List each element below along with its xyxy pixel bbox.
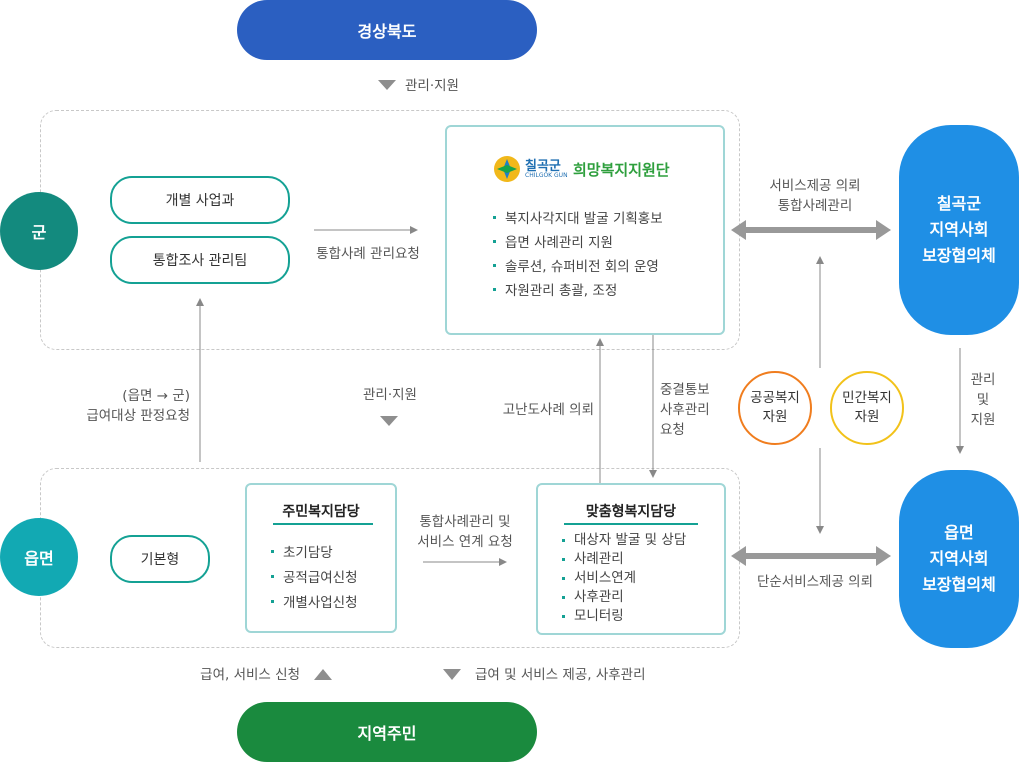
dept-individual-business: 개별 사업과 xyxy=(110,176,290,224)
province-support-label: 관리·지원 xyxy=(405,78,459,94)
residents-pill: 지역주민 xyxy=(237,702,537,762)
resident-task-list: 초기담당 공적급여신청 개별사업신청 xyxy=(271,541,358,616)
bullet-icon xyxy=(562,615,565,618)
logo-main-text: 칠곡군 xyxy=(525,159,561,174)
custom-welfare-box: 맞춤형복지담당 대상자 발굴 및 상담 사례관리 서비스연계 사후관리 모니터링 xyxy=(536,483,726,635)
bullet-icon xyxy=(562,539,565,542)
request-label: 통합사례 관리요청 xyxy=(316,246,420,262)
custom-task-list: 대상자 발굴 및 상담 사례관리 서비스연계 사후관리 모니터링 xyxy=(562,531,686,626)
bullet-icon xyxy=(562,596,565,599)
judge-request-label: (읍면 → 군) 급여대상 판정요청 xyxy=(86,388,190,424)
custom-title-underline xyxy=(564,523,698,525)
simple-service-label: 단순서비스제공 의뢰 xyxy=(756,574,874,590)
list-item: 모니터링 xyxy=(562,607,686,626)
list-item: 대상자 발굴 및 상담 xyxy=(562,531,686,550)
support-down-arrow xyxy=(380,416,398,426)
middle-support-label: 관리·지원 xyxy=(363,387,417,403)
list-item: 개별사업신청 xyxy=(271,591,358,616)
list-item: 공적급여신청 xyxy=(271,566,358,591)
list-item: 자원관리 총괄, 조정 xyxy=(493,279,663,303)
apply-up-arrow xyxy=(314,669,332,680)
province-pill: 경상북도 xyxy=(237,0,537,60)
hope-welfare-center-box: 칠곡군 CHILGOK GUN 희망복지지원단 복지사각지대 발굴 기획홍보 읍… xyxy=(445,125,725,335)
bullet-icon xyxy=(493,240,496,243)
center-task-list: 복지사각지대 발굴 기획홍보 읍면 사례관리 지원 솔루션, 슈퍼비전 회의 운… xyxy=(493,207,663,303)
resident-welfare-box: 주민복지담당 초기담당 공적급여신청 개별사업신청 xyxy=(245,483,397,633)
bullet-icon xyxy=(562,577,565,580)
bullet-icon xyxy=(271,550,274,553)
center-logo: 칠곡군 CHILGOK GUN 희망복지지원단 xyxy=(493,155,693,185)
basic-type-box: 기본형 xyxy=(110,535,210,583)
province-down-arrow xyxy=(378,80,396,90)
simple-double-arrow xyxy=(731,546,891,566)
gun-circle: 군 xyxy=(0,192,78,270)
right-support-label: 관리 및 지원 xyxy=(970,372,996,428)
resident-title-underline xyxy=(273,523,373,525)
list-item: 읍면 사례관리 지원 xyxy=(493,231,663,255)
list-item: 솔루션, 슈퍼비전 회의 운영 xyxy=(493,255,663,279)
provide-label: 급여 및 서비스 제공, 사후관리 xyxy=(475,667,646,683)
eup-circle: 읍면 xyxy=(0,518,78,596)
bullet-icon xyxy=(493,264,496,267)
list-item: 사후관리 xyxy=(562,588,686,607)
logo-slogan-text: 희망복지지원단 xyxy=(573,161,670,179)
notify-label: 중결통보 사후관리 요청 xyxy=(660,382,710,438)
link-request-label: 통합사례관리 및 서비스 연계 요청 xyxy=(417,514,513,550)
dept-integrated-survey: 통합조사 관리팀 xyxy=(110,236,290,284)
bullet-icon xyxy=(493,288,496,291)
resident-box-title: 주민복지담당 xyxy=(282,504,360,520)
list-item: 초기담당 xyxy=(271,541,358,566)
service-double-arrow xyxy=(731,220,891,240)
bullet-icon xyxy=(493,216,496,219)
list-item: 복지사각지대 발굴 기획홍보 xyxy=(493,207,663,231)
logo-sub-text: CHILGOK GUN xyxy=(525,172,568,179)
list-item: 서비스연계 xyxy=(562,569,686,588)
list-item: 사례관리 xyxy=(562,550,686,569)
star-logo-icon xyxy=(494,156,520,182)
bullet-icon xyxy=(271,575,274,578)
provide-down-arrow xyxy=(443,669,461,680)
apply-label: 급여, 서비스 신청 xyxy=(200,667,300,683)
bullet-icon xyxy=(562,558,565,561)
bullet-icon xyxy=(271,600,274,603)
service-request-label: 서비스제공 의뢰 통합사례관리 xyxy=(769,178,861,214)
custom-box-title: 맞춤형복지담당 xyxy=(585,504,677,520)
difficult-case-label: 고난도사례 의뢰 xyxy=(502,402,594,418)
